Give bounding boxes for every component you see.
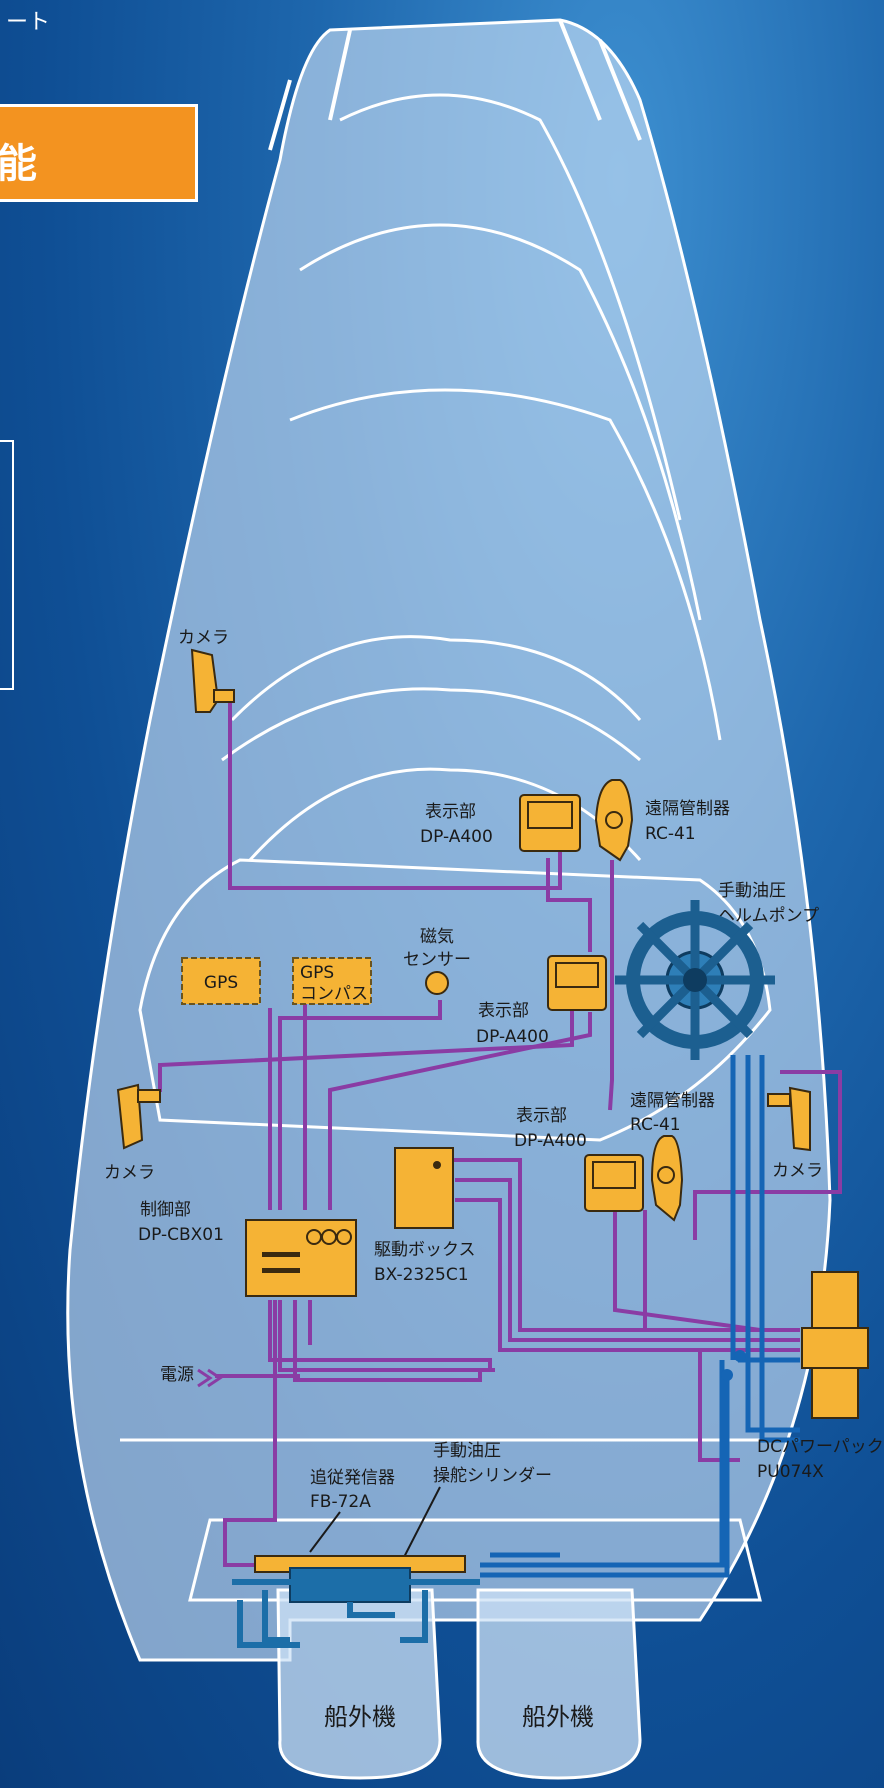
remote-label: 遠隔管制器	[645, 799, 730, 819]
power-input: 電源	[160, 1365, 223, 1388]
display-model: DP-A400	[514, 1131, 587, 1151]
drive-box-label: 駆動ボックス	[374, 1240, 476, 1260]
display-label: 表示部	[516, 1106, 567, 1126]
display-2: 表示部 DP-A400	[476, 955, 607, 1047]
display-model: DP-A400	[476, 1027, 549, 1047]
display-label: 表示部	[478, 1001, 529, 1021]
camera-1: カメラ	[178, 628, 235, 713]
sensor-icon	[425, 971, 449, 995]
camera-icon	[116, 1083, 144, 1150]
dc-power-pack-label: DCパワーパック	[757, 1437, 884, 1457]
drive-box-model: BX-2325C1	[374, 1265, 469, 1285]
gps-compass-label: GPS	[300, 963, 334, 983]
power-pack-icon	[811, 1271, 859, 1329]
hydraulic-lines	[480, 1055, 800, 1578]
display-1: 表示部 DP-A400	[420, 794, 581, 852]
remote-model: RC-41	[645, 824, 696, 844]
camera-label: カメラ	[178, 628, 229, 648]
display-label: 表示部	[425, 802, 476, 822]
helm-pump-label: 手動油圧	[718, 881, 786, 901]
outboard-label: 船外機	[324, 1703, 396, 1731]
remote-icon	[594, 779, 634, 862]
camera-label: カメラ	[104, 1163, 155, 1183]
breadcrumb[interactable]: ート	[6, 10, 51, 35]
remote-model: RC-41	[630, 1115, 681, 1135]
camera-icon	[190, 648, 220, 713]
camera-2: カメラ	[104, 1083, 161, 1183]
dc-power-pack: DCパワーパック PU074X	[757, 1271, 884, 1482]
section-title-box: 能	[0, 104, 198, 202]
power-label: 電源	[160, 1365, 194, 1385]
drive-box: 駆動ボックス BX-2325C1	[374, 1147, 476, 1285]
gps-compass-unit: GPS コンパス	[292, 957, 372, 1005]
feedback-model: FB-72A	[310, 1492, 371, 1512]
feedback-label: 追従発信器	[310, 1468, 395, 1488]
cylinder-label: 手動油圧	[433, 1441, 501, 1461]
helm-pump-label-2: ヘルムポンプ	[718, 906, 819, 926]
controller-model: DP-CBX01	[138, 1225, 224, 1245]
remote-icon	[650, 1135, 684, 1222]
cylinder-label-2: 操舵シリンダー	[433, 1466, 552, 1486]
magnetic-sensor: 磁気 センサー	[403, 927, 471, 995]
steering-cylinder: 手動油圧 操舵シリンダー	[232, 1441, 552, 1648]
camera-label: カメラ	[772, 1161, 823, 1181]
signal-cables	[158, 700, 842, 1567]
gps-compass-label-2: コンパス	[300, 984, 368, 1004]
outboard-motor-left: 船外機	[276, 1588, 442, 1780]
remote-2: 遠隔管制器 RC-41	[630, 1091, 715, 1222]
outboard-motor-right: 船外機	[476, 1588, 642, 1780]
remote-label: 遠隔管制器	[630, 1091, 715, 1111]
gps-label: GPS	[204, 973, 238, 993]
controller-label: 制御部	[140, 1200, 191, 1220]
hydraulic-junctions	[721, 1350, 746, 1381]
gps-unit: GPS	[181, 957, 261, 1005]
dc-power-pack-model: PU074X	[757, 1462, 824, 1482]
remote-1: 遠隔管制器 RC-41	[594, 779, 730, 862]
controller-unit: 制御部 DP-CBX01	[138, 1200, 357, 1297]
section-title: 能	[0, 141, 37, 187]
camera-icon	[788, 1086, 811, 1152]
display-model: DP-A400	[420, 827, 493, 847]
power-arrow-icon	[197, 1368, 223, 1388]
drive-box-icon	[394, 1147, 454, 1229]
magnetic-sensor-label-2: センサー	[403, 950, 471, 970]
feedback-transmitter: 追従発信器 FB-72A	[309, 1468, 395, 1553]
side-panel-frame	[0, 440, 14, 690]
outboard-label: 船外機	[522, 1703, 594, 1731]
camera-3: カメラ	[767, 1086, 823, 1181]
display-3: 表示部 DP-A400	[514, 1106, 644, 1212]
helm-pump: 手動油圧 ヘルムポンプ	[615, 881, 819, 1060]
magnetic-sensor-label: 磁気	[420, 927, 454, 947]
